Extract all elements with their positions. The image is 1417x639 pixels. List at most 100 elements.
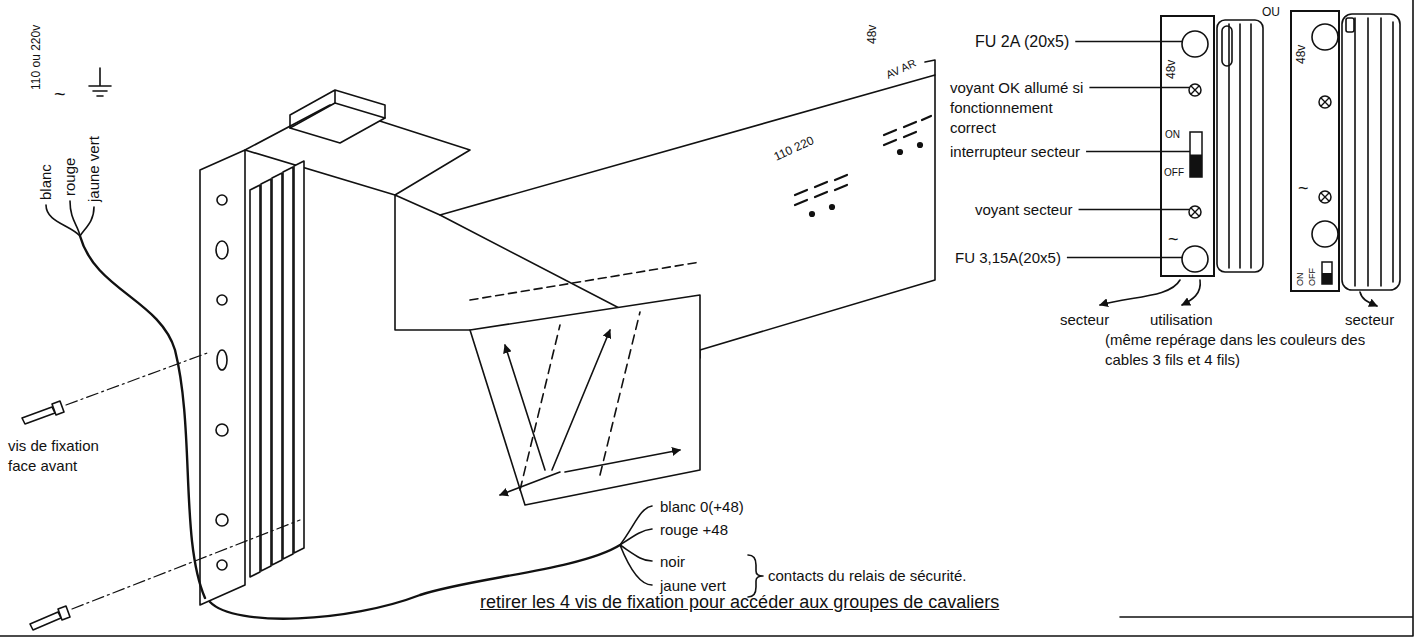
leader-line <box>1067 257 1182 259</box>
cooling-fin <box>261 179 271 571</box>
output-cable <box>620 529 652 545</box>
part-label: voyant secteur <box>975 200 1073 220</box>
removal-arrow <box>500 330 680 495</box>
heat-sink <box>1217 20 1263 272</box>
front-plate-hole <box>217 295 227 305</box>
leader-line <box>1089 87 1189 89</box>
output-cable <box>620 545 652 585</box>
mains-cable <box>46 201 205 598</box>
indicator-lamp <box>1321 193 1329 201</box>
mains-switch <box>1322 262 1332 284</box>
cable-exit-arrow <box>1360 292 1377 306</box>
fuse-holder <box>1182 246 1208 272</box>
jumper-group <box>795 175 847 205</box>
removal-arrow <box>565 450 680 472</box>
heat-sink <box>1346 18 1354 32</box>
cable-note: (même repérage dans les couleurs des cab… <box>1105 330 1375 370</box>
part-label: interrupteur secteur <box>950 142 1080 162</box>
fixing-screw <box>58 606 70 620</box>
front-plate-hole <box>217 560 227 570</box>
axis-line <box>66 352 210 405</box>
front-plate <box>200 150 245 605</box>
mains-cable <box>80 207 94 236</box>
switch-position: ON <box>1165 129 1180 140</box>
jumper-group <box>918 143 922 147</box>
output-cable <box>620 506 652 545</box>
heat-sink <box>1217 14 1400 290</box>
ac-symbol: ~ <box>1168 229 1179 250</box>
part-label: FU 2A (20x5) <box>975 32 1069 52</box>
front-plate-hole <box>216 424 228 436</box>
jumper-group <box>795 116 931 216</box>
front-panel: 48v~ONOFF <box>1160 15 1215 277</box>
voltage-note: 110 ou 220v <box>30 25 44 90</box>
mains-switch <box>1190 155 1202 178</box>
dashed-guide <box>520 312 640 490</box>
indicator-lamp <box>1189 206 1201 218</box>
part-label: FU 3,15A(20x5) <box>955 248 1061 268</box>
fuse-holder <box>1312 221 1338 247</box>
mains-cable <box>80 236 205 598</box>
jumper-group <box>810 212 814 216</box>
indicator-lamp <box>1321 98 1329 106</box>
fixing-screw <box>22 407 55 424</box>
heat-sink <box>1355 18 1393 286</box>
mains-switch <box>1190 132 1202 177</box>
relay-note: contacts du relais de sécurité. <box>768 566 966 586</box>
removal-arrow <box>505 345 545 470</box>
switch-position: OFF <box>1307 268 1317 286</box>
transformer-block <box>290 103 385 143</box>
wire-color: blanc 0(+48) <box>660 497 744 517</box>
jumper-group <box>898 150 902 154</box>
indicator-lamp <box>1319 96 1331 108</box>
fixing-screw <box>52 401 64 415</box>
fuse-holder <box>1312 24 1338 50</box>
voltage-marking: 48v <box>1295 45 1309 64</box>
instruction-note: retirer les 4 vis de fixation pour accéd… <box>480 592 1080 612</box>
front-plate-hole <box>216 514 228 526</box>
heat-sink <box>1222 26 1232 66</box>
cable-exit-arrow <box>1100 280 1180 305</box>
cable-label: secteur <box>1345 310 1394 330</box>
front-plate-hole <box>217 195 227 205</box>
indicator-lamp <box>1189 84 1201 96</box>
wire-color: jaune vert <box>85 136 102 202</box>
alternative-note: OU <box>1262 2 1280 22</box>
cable-label: secteur <box>1060 310 1109 330</box>
wire-color: rouge <box>61 158 78 196</box>
heat-sink <box>1342 14 1400 290</box>
axis-line <box>72 520 300 609</box>
part-label: voyant OK allumé si fonctionnement corre… <box>950 78 1085 138</box>
leader-line <box>1075 41 1182 43</box>
cooling-fin <box>250 185 260 577</box>
wire-color: rouge +48 <box>660 520 728 540</box>
switch-position: ON <box>1295 273 1305 287</box>
front-panel: 48v~ONOFF <box>1290 10 1340 292</box>
indicator-lamp <box>1191 208 1199 216</box>
mains-cable <box>70 201 80 236</box>
removal-arrow <box>552 330 610 470</box>
indicator-lamp <box>1191 86 1199 94</box>
ac-symbol: ~ <box>54 84 66 104</box>
jumper-marking: 48v <box>866 25 880 44</box>
front-plate-hole <box>216 195 228 570</box>
jumper-marking: AV AR <box>884 57 918 82</box>
fixing-screw <box>30 612 61 630</box>
indicator-lamp <box>1319 191 1331 203</box>
front-plate-hole <box>216 241 228 259</box>
screw-note: vis de fixation face avant <box>8 436 103 476</box>
cooling-fin <box>294 161 304 553</box>
jumper-group <box>884 116 931 145</box>
output-cable <box>620 545 652 561</box>
jumper-group <box>830 205 834 209</box>
cable-label: utilisation <box>1150 310 1213 330</box>
previous-position <box>470 262 700 300</box>
switch-position: OFF <box>1164 167 1184 178</box>
wire-color: blanc <box>37 164 54 200</box>
mains-switch <box>1322 273 1332 284</box>
fixing-screw <box>22 401 70 630</box>
transformer-block <box>290 90 385 128</box>
